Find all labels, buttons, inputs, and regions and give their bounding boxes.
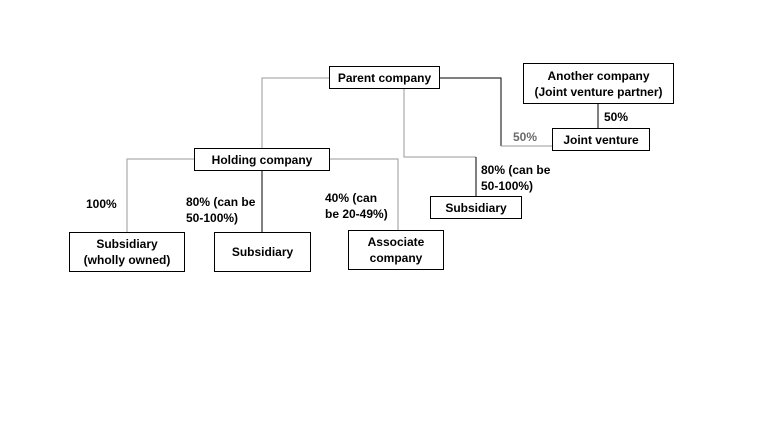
pct-parent-subsidiary: 80% (can be 50-100%)	[481, 162, 550, 194]
parent-company-box: Parent company	[329, 66, 440, 89]
pct-partner-jv: 50%	[604, 109, 628, 125]
pct-associate-line1: 40% (can	[325, 191, 378, 205]
pct-holding-subsidiary-line2: 50-100%)	[186, 211, 239, 225]
subsidiary-jv-label: Subsidiary	[445, 200, 507, 215]
connector-holding-wholly	[126, 158, 194, 232]
associate-company-sublabel: company	[369, 251, 423, 265]
connector-holding-associate	[330, 158, 399, 230]
pct-partner-jv-label: 50%	[604, 110, 629, 124]
subsidiary-mid-box: Subsidiary	[214, 232, 311, 272]
holding-company-box: Holding company	[194, 148, 330, 171]
pct-wholly-owned: 100%	[86, 196, 117, 212]
another-company-box: Another company (Joint venture partner)	[523, 63, 674, 104]
subsidiary-wholly-sublabel: (wholly owned)	[83, 253, 171, 267]
pct-parent-jv-label: 50%	[513, 130, 538, 144]
holding-company-label: Holding company	[211, 152, 313, 167]
pct-parent-subsidiary-line1: 80% (can be	[481, 163, 551, 177]
connector-parent-jv	[440, 77, 502, 146]
subsidiary-jv-box: Subsidiary	[430, 196, 522, 219]
pct-holding-subsidiary-line1: 80% (can be	[186, 195, 256, 209]
associate-company-label: Associate	[367, 235, 425, 249]
associate-company-box: Associate company	[348, 230, 444, 270]
subsidiary-wholly-label: Subsidiary	[96, 237, 158, 251]
subsidiary-mid-label: Subsidiary	[231, 245, 294, 259]
parent-company-label: Parent company	[337, 70, 432, 85]
pct-holding-subsidiary: 80% (can be 50-100%)	[186, 194, 255, 226]
connector-parent-holding	[261, 77, 329, 148]
connector-parent-subsidiary	[403, 89, 476, 158]
pct-associate: 40% (can be 20-49%)	[325, 190, 388, 222]
subsidiary-wholly-owned-box: Subsidiary (wholly owned)	[69, 232, 185, 272]
joint-venture-label: Joint venture	[563, 132, 639, 147]
pct-parent-subsidiary-line2: 50-100%)	[481, 179, 534, 193]
pct-parent-jv: 50%	[513, 129, 537, 145]
joint-venture-box: Joint venture	[552, 128, 650, 151]
pct-wholly-owned-label: 100%	[86, 197, 117, 211]
pct-associate-line2: be 20-49%)	[325, 207, 388, 221]
another-company-sublabel: (Joint venture partner)	[534, 84, 663, 99]
another-company-label: Another company	[547, 68, 650, 83]
